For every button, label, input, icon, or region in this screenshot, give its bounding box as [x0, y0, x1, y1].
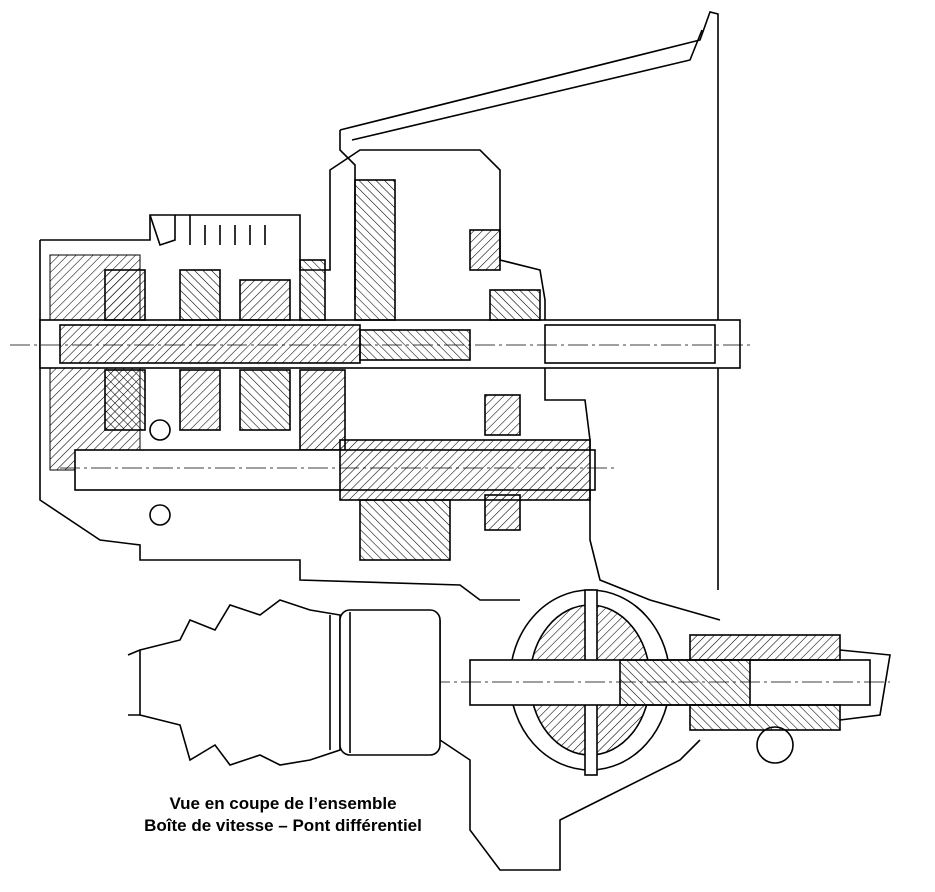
drawing-caption: Vue en coupe de l’ensemble Boîte de vite… — [128, 793, 438, 837]
cv-joint-boot — [127, 599, 441, 766]
secondary-shaft — [60, 394, 615, 561]
differential — [430, 589, 891, 871]
input-shaft — [10, 319, 750, 369]
input-gears — [104, 179, 541, 451]
caption-line-1: Vue en coupe de l’ensemble — [169, 794, 397, 813]
caption-line-2: Boîte de vitesse – Pont différentiel — [144, 816, 422, 835]
